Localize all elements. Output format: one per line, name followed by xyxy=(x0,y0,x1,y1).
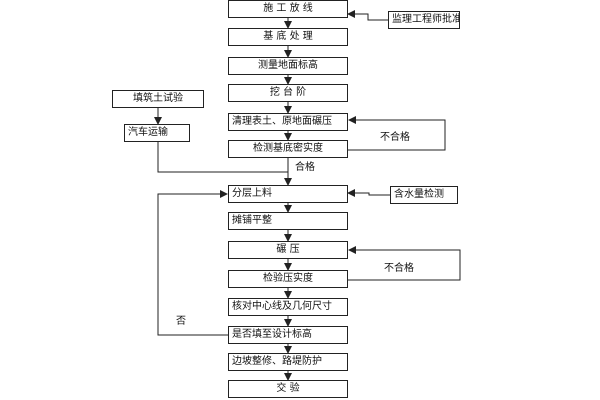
step-clear-topsoil: 清理表土、原地面碾压 xyxy=(228,113,348,131)
step-compact: 碾 压 xyxy=(228,241,348,259)
arrow-moisture xyxy=(347,189,390,197)
label-pass: 合格 xyxy=(295,162,315,173)
step-setting-out: 施 工 放 线 xyxy=(228,0,348,18)
step-check-base-density: 检测基底密实度 xyxy=(228,140,348,158)
box-supervisor-approval: 监理工程师批准 xyxy=(388,11,460,29)
arrow-fail-loop-2 xyxy=(348,246,461,281)
step-acceptance: 交 验 xyxy=(228,380,348,398)
step-layered-loading: 分层上料 xyxy=(228,185,348,203)
label-fail-2: 不合格 xyxy=(384,263,414,274)
step-check-centerline: 核对中心线及几何尺寸 xyxy=(228,298,348,316)
label-no: 否 xyxy=(176,316,186,327)
box-fill-soil-test: 填筑土试验 xyxy=(112,90,204,108)
arrow-no-loop xyxy=(157,190,228,336)
arrow-supervisor xyxy=(347,10,388,21)
box-moisture-check: 含水量检测 xyxy=(390,186,458,204)
arrow-fail-loop-1 xyxy=(348,116,446,151)
step-slope-trimming: 边坡整修、路堤防护 xyxy=(228,353,348,371)
box-truck-transport: 汽车运输 xyxy=(124,124,190,142)
step-check-compaction: 检验压实度 xyxy=(228,270,348,288)
step-base-treatment: 基 底 处 理 xyxy=(228,28,348,46)
step-spread-level: 摊铺平整 xyxy=(228,212,348,230)
step-measure-elevation: 测量地面标高 xyxy=(228,57,348,75)
step-dig-steps: 挖 台 阶 xyxy=(228,84,348,102)
step-reached-design-elevation: 是否填至设计标高 xyxy=(228,326,348,344)
label-fail-1: 不合格 xyxy=(380,132,410,143)
line-truck-join xyxy=(157,142,288,173)
